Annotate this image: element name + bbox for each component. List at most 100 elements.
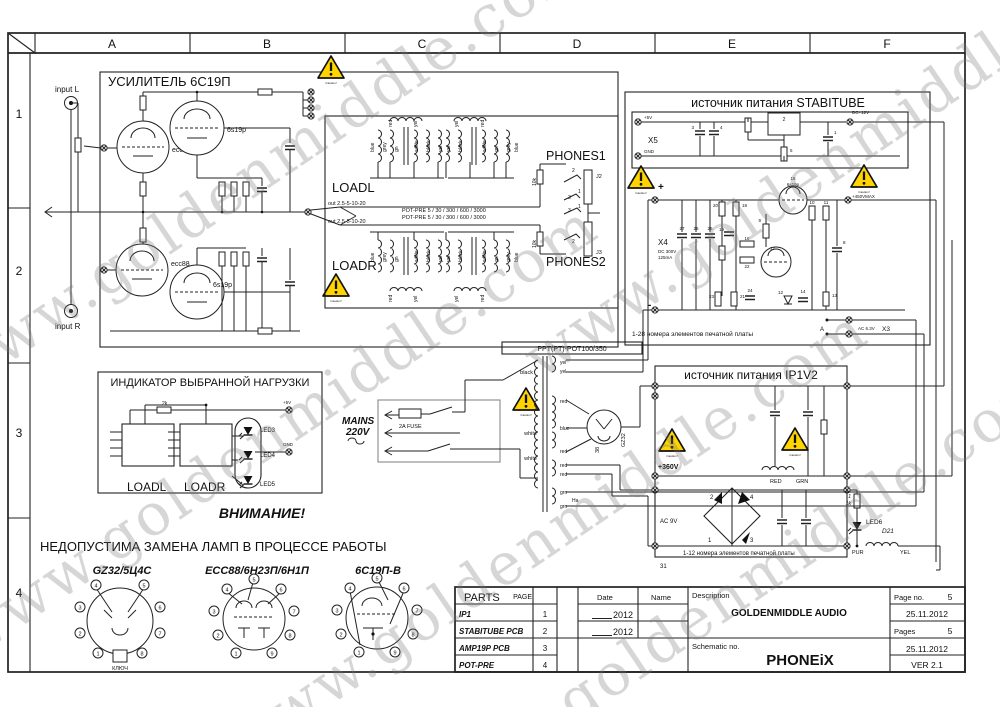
date1-value: 25.11.2012 (906, 609, 948, 619)
pin: 1 (234, 652, 237, 658)
page-no-value: 5 (948, 592, 953, 602)
indicator-loadr: LOADR (184, 480, 226, 494)
wire-color: grey (506, 252, 512, 262)
pin: 6 (158, 606, 161, 612)
caution-label: Caution! (520, 413, 531, 417)
v360-label: +360V (658, 464, 679, 471)
socket-6c19p: 6С19П-В 1 2 3 4 5 6 7 8 9 (331, 565, 423, 658)
diode-num: 2 (710, 495, 714, 501)
pin: 7 (292, 610, 295, 616)
pin: 4 (225, 588, 228, 594)
row-label: 3 (16, 426, 23, 440)
schematic-no-header: Schematic no. (692, 642, 740, 651)
pin: 3 (335, 609, 338, 615)
part-page: 3 (543, 644, 548, 653)
pin: 9 (393, 651, 396, 657)
pin: 6 (279, 588, 282, 594)
wire-yel: yel (560, 360, 566, 366)
r1k-value: 1k (846, 501, 852, 507)
x4-spec: DC 300V (658, 249, 676, 254)
output-section: LOADL LOADR PHONES1 PHONES2 red yel yel … (304, 115, 619, 309)
wire-yel: yel (560, 369, 566, 375)
pin: 4 (94, 584, 97, 590)
ref: 14 (800, 289, 806, 294)
transformer-block-r1 (377, 237, 442, 275)
transformer-block-l1 (377, 127, 442, 165)
name-header: Name (651, 593, 671, 602)
ref: 13 (832, 293, 838, 298)
jack-pin: 3 (568, 208, 571, 214)
wire-color: white (482, 140, 488, 152)
pin: 8 (140, 652, 143, 658)
ref: 12 (778, 290, 784, 295)
x3-ac-label: AC 6.3V (858, 326, 875, 331)
x4-label: X4 (658, 238, 668, 247)
wire-color: black (458, 140, 464, 152)
ha-label: Ha (572, 498, 579, 504)
phones1-label: PHONES1 (546, 149, 606, 163)
relay-loadr (179, 423, 233, 467)
wire-color: red (388, 295, 394, 302)
mains-voltage: 220V (345, 427, 371, 438)
col-label: D (573, 37, 582, 51)
ref: 18 (742, 203, 748, 208)
pot-transformer-title: PPT(PT)-POT100/350 (537, 346, 606, 353)
x5-label: X5 (648, 136, 658, 145)
col-label: F (883, 37, 890, 51)
pin: 5 (375, 577, 378, 583)
amp-title: УСИЛИТЕЛЬ 6С19П (108, 74, 231, 89)
tube-label: ecc88 (171, 261, 190, 268)
wire-color: black (426, 250, 432, 262)
ref: 1 (834, 130, 837, 135)
wire-color: blue (514, 142, 520, 152)
stabitube-title: источник питания STABITUBE (691, 96, 865, 110)
indicator-title: ИНДИКАТОР ВЫБРАННОЙ НАГРУЗКИ (111, 376, 310, 389)
ref: 27 (679, 226, 685, 231)
part-row: STABITUBE PCB (459, 627, 524, 636)
plus5v-label: +5V (644, 115, 652, 120)
bridge-rectifier (703, 487, 761, 546)
wire-red: red (560, 449, 567, 455)
plus5v-label: +5V (283, 400, 291, 405)
wire-color: yel (413, 121, 419, 127)
stabitube-section: источник питания STABITUBE +5V GND X5 3 … (624, 91, 931, 346)
relay-loadl (121, 423, 175, 467)
pin: 6 (402, 587, 405, 593)
wire-color: yel (454, 296, 460, 302)
mains-label: MAINS (342, 416, 375, 427)
tube-gz32 (586, 409, 622, 445)
pin: 3 (78, 606, 81, 612)
loadr-label: LOADR (332, 258, 377, 273)
mains-section: MAINS 220V 2A FUSE (342, 379, 535, 479)
input-r-label: input R (55, 322, 81, 331)
wire-red: red (560, 472, 567, 478)
caution-label: Caution! (666, 454, 677, 458)
gnd-label: GND (283, 442, 294, 447)
wire-color: gn (494, 256, 500, 262)
wire-color: red (480, 295, 486, 302)
jack-j3 (583, 221, 593, 257)
socket-title: GZ32/5Ц4С (93, 565, 153, 577)
pin: 2 (216, 634, 219, 640)
diode-num: 3 (750, 538, 754, 544)
plus-label: + (658, 182, 664, 193)
wire-color: gn (394, 256, 400, 262)
part-row: AMP19P PCB (458, 644, 510, 653)
part-row: IP1 (459, 610, 472, 619)
page-no-label: Page no. (894, 593, 924, 602)
jack-pin: 1 (578, 189, 581, 195)
r1-ref: 1 (848, 494, 851, 500)
led6-label: LED6 (866, 519, 883, 526)
pot-pre-label: POT-PRE 5 / 30 / 300 / 600 / 3000 (402, 208, 486, 214)
pin: 1 (357, 651, 360, 657)
wire-grn: grn (560, 490, 567, 496)
pot-transformer-section: PPT(PT)-POT100/350 Caution! black white … (501, 121, 953, 571)
key-label: КЛЮЧ (112, 666, 128, 672)
ref: 26 (693, 226, 699, 231)
jack-pin: 2 (572, 239, 575, 245)
yel-label: YEL (900, 550, 910, 556)
wire-color: black (458, 250, 464, 262)
ref-31: 31 (660, 564, 667, 570)
description-header: Description (692, 591, 730, 600)
